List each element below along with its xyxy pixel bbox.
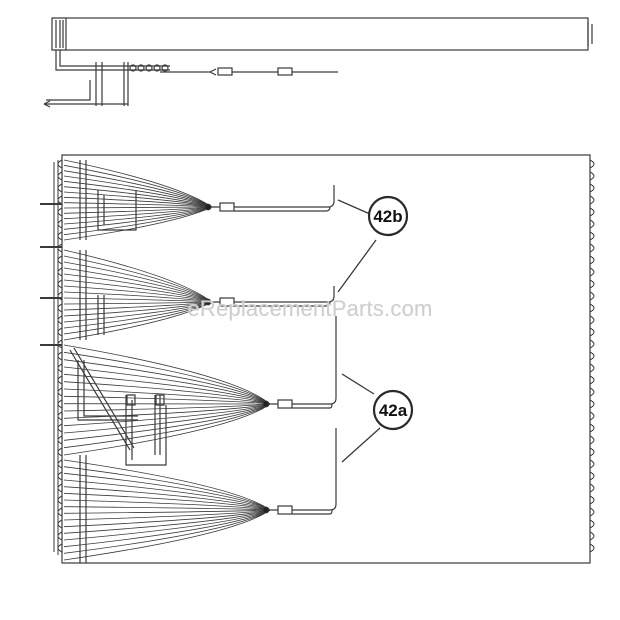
- distributor-tube: [63, 301, 213, 311]
- distributor-tube: [63, 506, 271, 511]
- distributor-tube: [63, 255, 213, 303]
- coil-frame: [61, 154, 591, 564]
- distributor-nozzle: [262, 400, 270, 408]
- distributor-tube: [63, 196, 213, 208]
- distributor-tube: [63, 249, 213, 303]
- distributor-nozzle: [204, 298, 212, 306]
- distributor-tube: [63, 206, 213, 214]
- distributor-tube: [63, 509, 271, 561]
- distributor-tube: [63, 206, 213, 236]
- distributor-fans: [63, 159, 271, 561]
- distributor-tube: [63, 180, 213, 208]
- coil-top-view: [43, 17, 593, 108]
- distributor-tube: [63, 206, 213, 230]
- distributor-tube: [63, 403, 271, 434]
- callout-leaders: [337, 199, 381, 463]
- callout-label-42b: 42b: [373, 207, 402, 226]
- distributor-tube: [63, 509, 271, 541]
- distributor-tube: [63, 509, 271, 548]
- callout-bubble: [367, 195, 409, 237]
- leader-42b-upper: [337, 199, 371, 215]
- distributor-tube: [63, 267, 213, 303]
- distributor-tube: [63, 301, 213, 329]
- distributor-tube: [63, 301, 213, 341]
- distributor-tube: [63, 206, 213, 209]
- distributor-tube: [63, 381, 271, 405]
- distributor-tube: [63, 388, 271, 405]
- distributor-tube: [63, 291, 213, 303]
- distributor-tube: [63, 206, 213, 220]
- distributor-tube: [63, 191, 213, 208]
- distributor-tube: [63, 459, 271, 511]
- distributor-tube: [63, 261, 213, 303]
- distributor-tube: [63, 479, 271, 511]
- distributor-tube: [63, 297, 213, 303]
- callout-bubble: [372, 389, 414, 431]
- distributor-tube: [63, 285, 213, 303]
- distributor-tube: [63, 373, 271, 405]
- distributor-tube: [63, 273, 213, 303]
- leader-42b-lower: [337, 239, 377, 293]
- distributor-tube: [63, 403, 271, 449]
- distributor-tube: [63, 164, 213, 208]
- distributor-tube: [63, 486, 271, 511]
- coil-side-view: [40, 154, 595, 564]
- leader-42a-lower: [341, 427, 381, 463]
- callout-42b[interactable]: 42b: [367, 195, 409, 237]
- callout-42a[interactable]: 42a: [372, 389, 414, 431]
- distributor-tube: [63, 395, 271, 405]
- distributor-nozzle: [262, 506, 270, 514]
- distributor-tube: [63, 466, 271, 511]
- distributor-tube: [63, 509, 271, 514]
- coil-top-body: [65, 17, 589, 51]
- distributor-tube: [63, 403, 271, 456]
- distributor-tube: [63, 351, 271, 405]
- distributor-tube: [63, 509, 271, 528]
- distributor-tube: [63, 359, 271, 405]
- distributor-tube: [63, 206, 213, 225]
- distributor-tube: [63, 509, 271, 534]
- distributor-tube: [63, 301, 213, 305]
- distributor-tube: [63, 472, 271, 511]
- distributor-tube: [63, 301, 213, 335]
- distributor-nozzle: [204, 203, 212, 211]
- distributor-tube: [63, 301, 213, 323]
- distributor-tube: [63, 509, 271, 521]
- right-return-bends: [589, 159, 595, 553]
- distributor-tube: [63, 202, 213, 208]
- distributor-tube: [63, 509, 271, 554]
- distributor-tube: [63, 492, 271, 511]
- distributor-tube: [63, 186, 213, 208]
- distributor-tube: [63, 159, 213, 208]
- distributor-tube: [63, 301, 213, 317]
- distributor-tube: [63, 344, 271, 405]
- callout-label-42a: 42a: [379, 401, 408, 420]
- distributor-tube: [63, 206, 213, 241]
- distributor-tube: [63, 403, 271, 427]
- distributor-tube: [63, 403, 271, 419]
- leader-42a-upper: [341, 373, 375, 395]
- feeder-tubes: [212, 185, 337, 515]
- distributor-tube: [63, 170, 213, 208]
- distributor-tube: [63, 403, 271, 441]
- distributor-tube: [63, 366, 271, 405]
- distributor-tube: [63, 279, 213, 303]
- left-return-bends: [53, 159, 63, 555]
- distributor-tube: [63, 499, 271, 511]
- distributor-tube: [63, 403, 271, 412]
- distributor-tube: [63, 175, 213, 208]
